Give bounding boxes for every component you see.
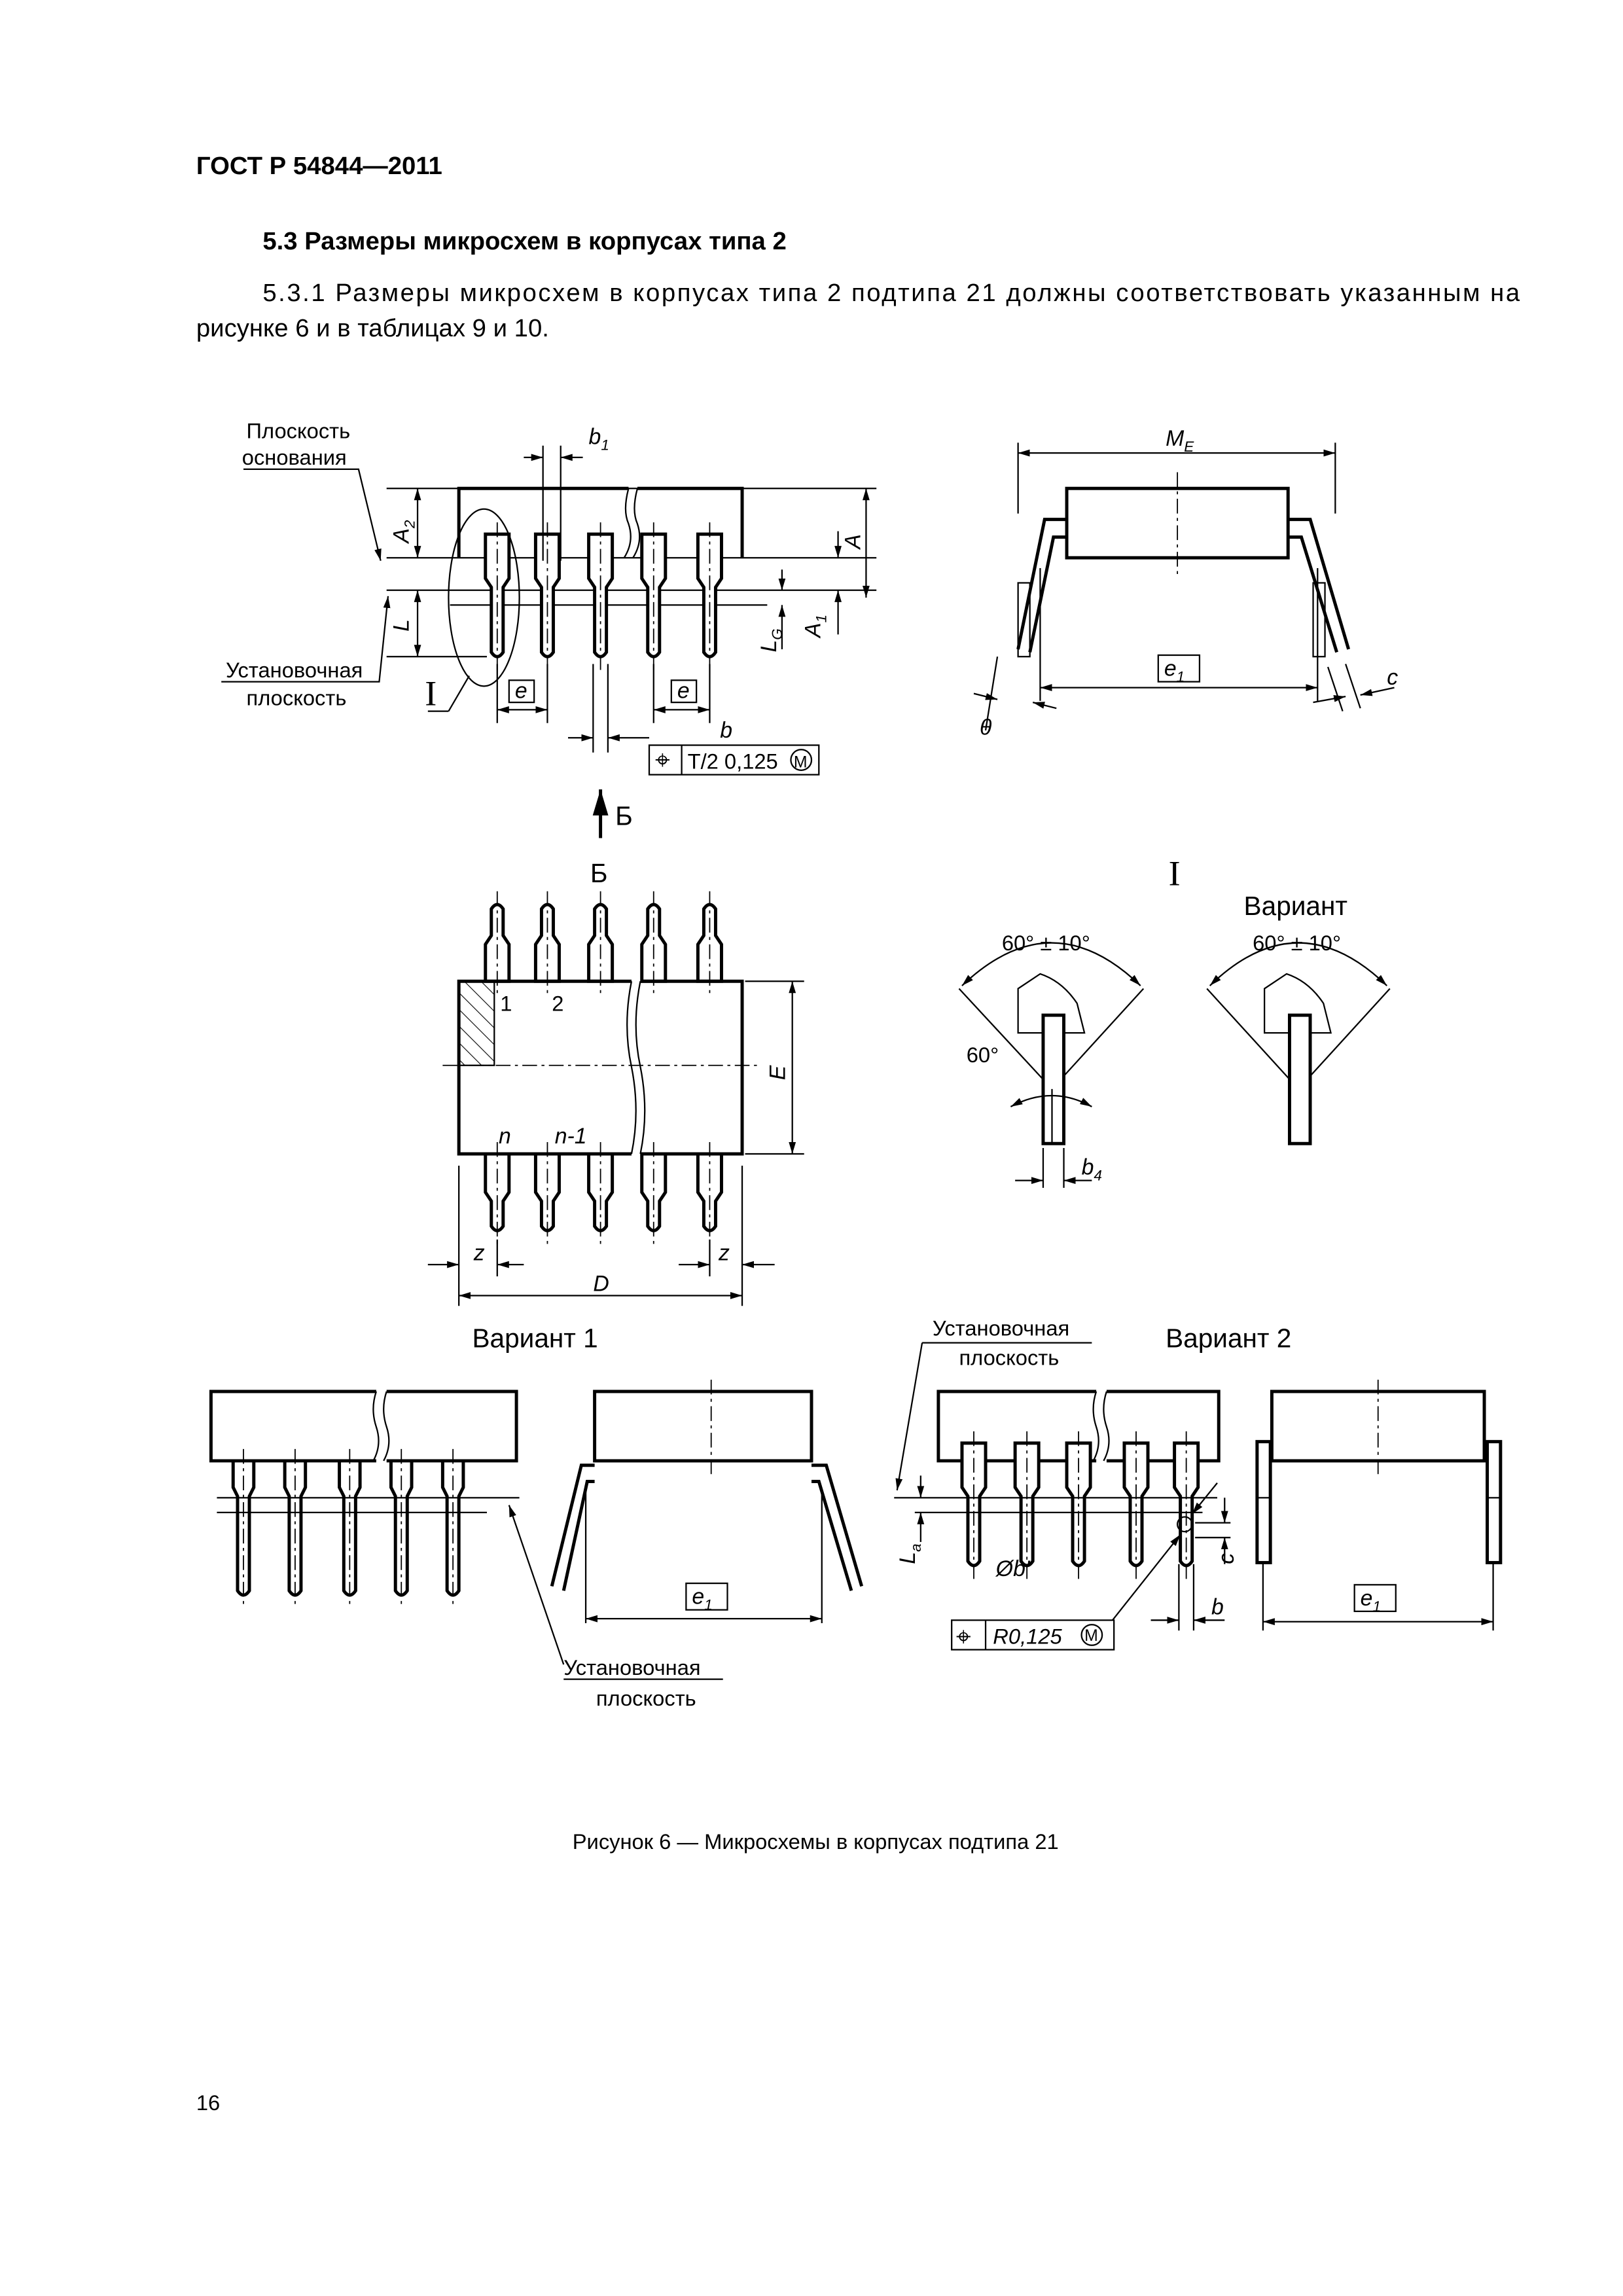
side-view-drawing [973, 442, 1395, 731]
dim-La: La [895, 1543, 924, 1564]
label-seating-plane-2: плоскость [247, 686, 347, 710]
page-number: 16 [196, 2090, 220, 2115]
variant-2-title: Вариант 2 [1166, 1323, 1291, 1353]
pin [696, 903, 723, 983]
label-seating-plane-v2: Установочная [933, 1316, 1069, 1340]
svg-text:⌖: ⌖ [655, 745, 670, 775]
detail-I-title: I [1169, 854, 1181, 893]
dim-e1-v2: e1 [1361, 1586, 1381, 1615]
label-base-plane-2: основания [242, 445, 347, 469]
dim-e: e [515, 678, 527, 703]
pin [484, 1152, 511, 1232]
dim-b-v2: b [1211, 1594, 1224, 1619]
dim-diameter-b: Øb' [995, 1556, 1031, 1581]
svg-text:M: M [794, 753, 808, 771]
svg-text:T/2 0,125: T/2 0,125 [688, 749, 778, 774]
dim-e1: e1 [1164, 656, 1185, 685]
pin-label-n-1: n-1 [555, 1124, 587, 1149]
pin [440, 1459, 465, 1597]
pin [283, 1459, 308, 1597]
paragraph-line-2: рисунке 6 и в таблицах 9 и 10. [196, 314, 549, 342]
section-title: 5.3 Размеры микросхем в корпусах типа 2 [262, 227, 786, 255]
dim-c: c [1387, 665, 1398, 690]
front-view-drawing: ⌖ T/2 0,125 M [221, 445, 877, 838]
detail-I-marker: I [425, 674, 437, 713]
tolerance-frame-1: ⌖ T/2 0,125 M [648, 744, 820, 776]
dim-b1: b1 [589, 425, 609, 454]
top-view-drawing [427, 891, 804, 1306]
dim-A: A [840, 534, 865, 550]
label-base-plane: Плоскость [247, 419, 351, 443]
figure-caption: Рисунок 6 — Микросхемы в корпусах подтип… [573, 1829, 1059, 1854]
variant-2-drawing: ⌖ R0,125 M [894, 1342, 1503, 1651]
pin [484, 903, 511, 983]
label-seating-plane-v1-2: плоскость [596, 1686, 696, 1710]
front-pins [484, 522, 723, 670]
dim-E: E [765, 1065, 790, 1080]
dim-D: D [593, 1272, 609, 1297]
pin [640, 903, 668, 983]
view-B-arrow-label: Б [615, 800, 633, 831]
dim-e-2: e [677, 678, 690, 703]
tolerance-frame-2: ⌖ R0,125 M [951, 1619, 1115, 1651]
pin [533, 903, 561, 983]
document-header: ГОСТ Р 54844—2011 [196, 152, 442, 180]
pin [389, 1459, 414, 1597]
label-seating-plane-v2-2: плоскость [959, 1345, 1059, 1369]
pin [338, 1459, 362, 1597]
dim-ME: ME [1166, 426, 1194, 455]
view-B-title: Б [590, 858, 608, 888]
label-seating-plane: Установочная [226, 658, 363, 682]
dim-e1-v1: e1 [692, 1585, 712, 1613]
label-seating-plane-v1: Установочная [563, 1655, 700, 1679]
svg-text:⌖: ⌖ [956, 1621, 971, 1651]
pin-label-n: n [499, 1124, 511, 1149]
variant-1-title: Вариант 1 [472, 1323, 597, 1353]
variant-1-drawing [209, 1379, 864, 1680]
dim-theta: θ [980, 715, 992, 740]
dim-b: b [720, 718, 732, 743]
dim-z-2: z [718, 1240, 730, 1265]
dim-b4: b4 [1082, 1155, 1102, 1184]
dim-c-v2: c [1214, 1553, 1239, 1564]
detail-variant-label: Вариант [1244, 891, 1347, 921]
dim-LG: LG [757, 628, 785, 652]
svg-text:R0,125: R0,125 [993, 1624, 1062, 1649]
dim-A1: A1 [801, 615, 830, 639]
svg-text:M: M [1084, 1627, 1098, 1645]
pin-label-2: 2 [552, 991, 563, 1015]
pin [231, 1459, 256, 1597]
dim-L: L [389, 619, 414, 632]
angle-60: 60° [967, 1043, 999, 1067]
dim-A2: A2 [389, 520, 418, 545]
pin [587, 1152, 615, 1232]
detail-I-drawing [958, 942, 1391, 1188]
paragraph-line-1: 5.3.1 Размеры микросхем в корпусах типа … [262, 279, 1520, 307]
dim-z: z [473, 1240, 485, 1265]
pin [696, 1152, 723, 1232]
pin-label-1: 1 [500, 991, 512, 1015]
pin [587, 903, 615, 983]
pin [640, 1152, 668, 1232]
pin [533, 1152, 561, 1232]
